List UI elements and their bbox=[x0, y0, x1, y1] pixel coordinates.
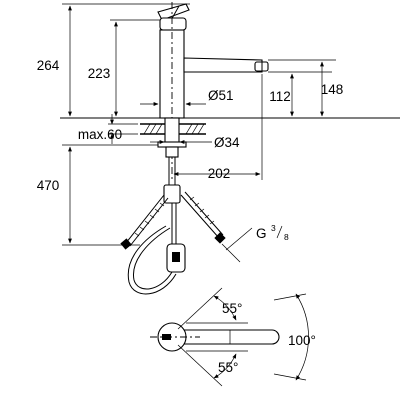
label-148: 148 bbox=[321, 82, 344, 97]
supply-hoses bbox=[120, 175, 226, 295]
label-angle-100: 100° bbox=[288, 333, 316, 348]
dim-max-deck-thickness: max.60 bbox=[78, 114, 138, 144]
label-thread-g: G bbox=[256, 226, 267, 241]
label-diameter-34: Ø34 bbox=[214, 135, 240, 150]
dim-thread-size: G 3 8 bbox=[221, 223, 289, 263]
label-223: 223 bbox=[88, 66, 111, 81]
label-470: 470 bbox=[37, 178, 60, 193]
label-202: 202 bbox=[208, 166, 231, 181]
dim-hose-length: 470 bbox=[37, 144, 158, 246]
label-angle-55-bottom: 55° bbox=[218, 360, 238, 375]
dim-mounting-hole: Ø34 bbox=[150, 135, 240, 150]
dim-body-diameter: Ø51 bbox=[140, 88, 234, 106]
label-max-60: max.60 bbox=[78, 127, 122, 142]
label-thread-numerator: 3 bbox=[271, 223, 276, 233]
dim-outlet-heights: 112 148 bbox=[268, 59, 344, 117]
label-diameter-51: Ø51 bbox=[208, 88, 234, 103]
dim-total-height: 264 bbox=[37, 3, 190, 117]
label-angle-55-top: 55° bbox=[222, 301, 242, 316]
label-264: 264 bbox=[37, 58, 60, 73]
label-112: 112 bbox=[269, 89, 291, 104]
dim-spout-reach: 202 bbox=[173, 74, 263, 181]
dim-spout-height: 223 bbox=[88, 19, 160, 117]
mounting-shank bbox=[157, 117, 187, 175]
faucet-top-view: 55° 55° 100° bbox=[150, 287, 316, 387]
label-thread-denominator: 8 bbox=[284, 232, 289, 242]
